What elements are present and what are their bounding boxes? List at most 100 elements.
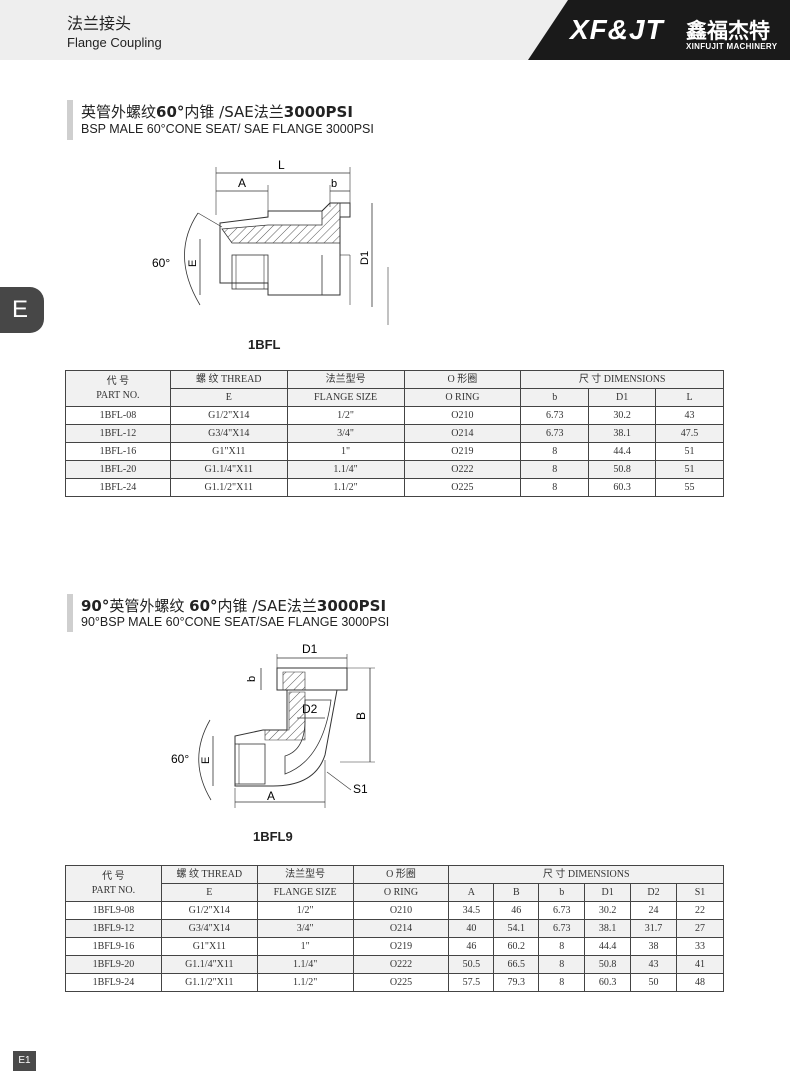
label-angle: 60°: [152, 256, 170, 270]
cell-flange: 1.1/4": [256, 955, 354, 974]
cell-thread: G1.1/4"X11: [160, 955, 258, 974]
label2-A: A: [267, 789, 275, 803]
diagram-1bfl9: D1 b D2 B E 60° A S1: [171, 642, 375, 808]
cell-oring: O225: [403, 478, 522, 497]
cell-dim: 44.4: [584, 937, 632, 956]
label-E: E: [187, 260, 199, 267]
col-dim: B: [493, 883, 540, 902]
cell-dim: 44.4: [588, 442, 657, 461]
cell-dim: 79.3: [493, 973, 540, 992]
cell-oring: O219: [403, 442, 522, 461]
cell-dim: 27: [676, 919, 724, 938]
cell-part: 1BFL-08: [65, 406, 171, 425]
col-dim: L: [655, 388, 724, 407]
label2-angle: 60°: [171, 752, 189, 766]
label2-b: b: [246, 676, 258, 682]
diagram-1bfl: L A b D1 E 60°: [152, 158, 389, 325]
cell-thread: G1/2"X14: [160, 901, 258, 920]
section2-cn-mid2: 法兰: [286, 597, 317, 615]
page-number: E1: [13, 1051, 36, 1071]
label2-E: E: [200, 757, 212, 764]
cell-dim: 46: [448, 937, 495, 956]
cell-oring: O222: [403, 460, 522, 479]
cell-thread: G1.1/4"X11: [169, 460, 288, 479]
cell-oring: O214: [403, 424, 522, 443]
section1-title-en: BSP MALE 60°CONE SEAT/ SAE FLANGE 3000PS…: [81, 122, 374, 136]
section1-cn-mid: 内锥 /SAE: [184, 103, 254, 121]
label2-S1: S1: [353, 782, 368, 796]
label-b: b: [331, 178, 337, 190]
label-A: A: [238, 176, 246, 190]
col-dim: b: [520, 388, 590, 407]
col-part-cn: 代 号: [106, 375, 130, 387]
cell-dim: 43: [655, 406, 724, 425]
cell-dim: 6.73: [520, 424, 590, 443]
cell-oring: O219: [352, 937, 450, 956]
col-thread: 螺 纹 THREAD: [160, 865, 258, 884]
cell-thread: G3/4"X14: [169, 424, 288, 443]
col-flange-size: FLANGE SIZE: [256, 883, 354, 902]
cell-thread: G1"X11: [160, 937, 258, 956]
cell-part: 1BFL9-24: [65, 973, 162, 992]
cell-dim: 50.8: [588, 460, 657, 479]
cell-dim: 60.2: [493, 937, 540, 956]
table-subheader-row: E FLANGE SIZE O RING A B b D1 D2 S1: [66, 883, 724, 902]
cell-dim: 43: [630, 955, 677, 974]
cell-thread: G1/2"X14: [169, 406, 288, 425]
model-1bfl: 1BFL: [248, 337, 281, 352]
section1-cn-pressure: 3000PSI: [283, 103, 353, 121]
col-part-en: PART NO.: [91, 884, 136, 896]
cell-thread: G1"X11: [169, 442, 288, 461]
col-dim: A: [448, 883, 495, 902]
cell-dim: 66.5: [493, 955, 540, 974]
col-dimensions: 尺 寸 DIMENSIONS: [448, 865, 724, 884]
cell-dim: 31.7: [630, 919, 677, 938]
cell-dim: 8: [520, 478, 590, 497]
cell-dim: 6.73: [538, 919, 586, 938]
cell-part: 1BFL-24: [65, 478, 171, 497]
cell-part: 1BFL-16: [65, 442, 171, 461]
cell-dim: 8: [520, 442, 590, 461]
brand-logo: XF&JT: [570, 14, 664, 45]
model-1bfl9: 1BFL9: [253, 829, 293, 844]
cell-thread: G1.1/2"X11: [160, 973, 258, 992]
page-category-cn: 法兰接头: [67, 14, 132, 33]
cell-dim: 46: [493, 901, 540, 920]
col-oring-en: O RING: [352, 883, 450, 902]
cell-dim: 60.3: [588, 478, 657, 497]
cell-flange: 3/4": [256, 919, 354, 938]
cell-oring: O210: [403, 406, 522, 425]
col-oring-en: O RING: [403, 388, 522, 407]
section2-bar: [67, 594, 73, 632]
cell-dim: 22: [676, 901, 724, 920]
label-L: L: [278, 158, 285, 172]
cell-dim: 51: [655, 442, 724, 461]
cell-dim: 40: [448, 919, 495, 938]
cell-dim: 50.5: [448, 955, 495, 974]
section1-cn-angle: 60°: [156, 103, 185, 121]
col-thread-e: E: [160, 883, 258, 902]
cell-dim: 51: [655, 460, 724, 479]
cell-flange: 1": [256, 937, 354, 956]
cell-flange: 1": [286, 442, 405, 461]
cell-flange: 1.1/4": [286, 460, 405, 479]
section2-cn-mid: 内锥 /SAE: [217, 597, 287, 615]
cell-flange: 3/4": [286, 424, 405, 443]
section-tab-label: E: [12, 296, 29, 323]
col-flange-size: FLANGE SIZE: [286, 388, 405, 407]
cell-part: 1BFL-20: [65, 460, 171, 479]
section2-cn-prefix: 英管外螺纹: [109, 597, 190, 615]
cell-dim: 8: [520, 460, 590, 479]
col-dim: D2: [630, 883, 677, 902]
table-subheader-row: E FLANGE SIZE O RING b D1 L: [66, 388, 724, 407]
cell-dim: 8: [538, 973, 586, 992]
brand-name-en: XINFUJIT MACHINERY: [686, 42, 778, 51]
